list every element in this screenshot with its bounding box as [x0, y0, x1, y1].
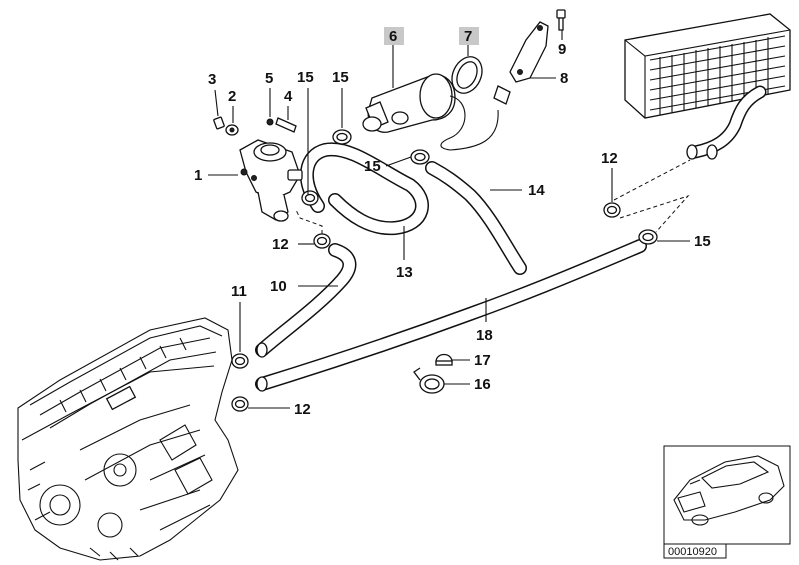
callout-4: 4	[284, 88, 293, 105]
callout-9: 9	[558, 41, 566, 58]
screw-9	[556, 9, 566, 31]
bracket	[509, 21, 549, 83]
callout-12-top-right: 12	[601, 150, 618, 167]
callout-18: 18	[476, 327, 493, 344]
callout-15-c: 15	[364, 158, 381, 175]
callout-1: 1	[194, 167, 202, 184]
heater-core-icon	[624, 13, 791, 160]
callout-17: 17	[474, 352, 491, 369]
gasket-ring	[451, 56, 483, 94]
callout-6: 6	[389, 28, 397, 45]
callout-5: 5	[265, 70, 273, 87]
callout-15-b: 15	[332, 69, 349, 86]
hose-18	[255, 161, 647, 392]
callout-12-left: 12	[272, 236, 289, 253]
callout-11: 11	[231, 283, 247, 300]
callout-15-a: 15	[297, 69, 314, 86]
leader-lines	[208, 30, 691, 409]
callout-6-highlight	[384, 27, 404, 45]
callout-15-d: 15	[694, 233, 711, 250]
hose-10	[255, 243, 357, 358]
water-pump-icon	[362, 73, 511, 151]
diagram-code: 00010920	[668, 546, 717, 558]
callout-14: 14	[528, 182, 545, 199]
callout-labels: 1 2 3 4 5 6 7 8 9 10 11 12 12 12 13 14 1…	[194, 27, 711, 418]
callout-16: 16	[474, 376, 491, 393]
callout-3: 3	[208, 71, 216, 88]
car-thumbnail: 00010920	[663, 445, 791, 559]
engine-block-icon	[17, 317, 239, 561]
callout-8: 8	[560, 70, 568, 87]
callout-13: 13	[396, 264, 413, 281]
hose-clamps	[231, 129, 658, 412]
callout-10: 10	[270, 278, 287, 295]
screw-parts	[213, 116, 297, 136]
water-valve-icon	[239, 139, 303, 222]
hose-13	[299, 142, 429, 236]
callout-7: 7	[464, 28, 472, 45]
callout-12-bottom: 12	[294, 401, 311, 418]
car-thumbnail-icon	[673, 455, 785, 526]
callout-7-highlight	[459, 27, 479, 45]
callout-2: 2	[228, 88, 236, 105]
